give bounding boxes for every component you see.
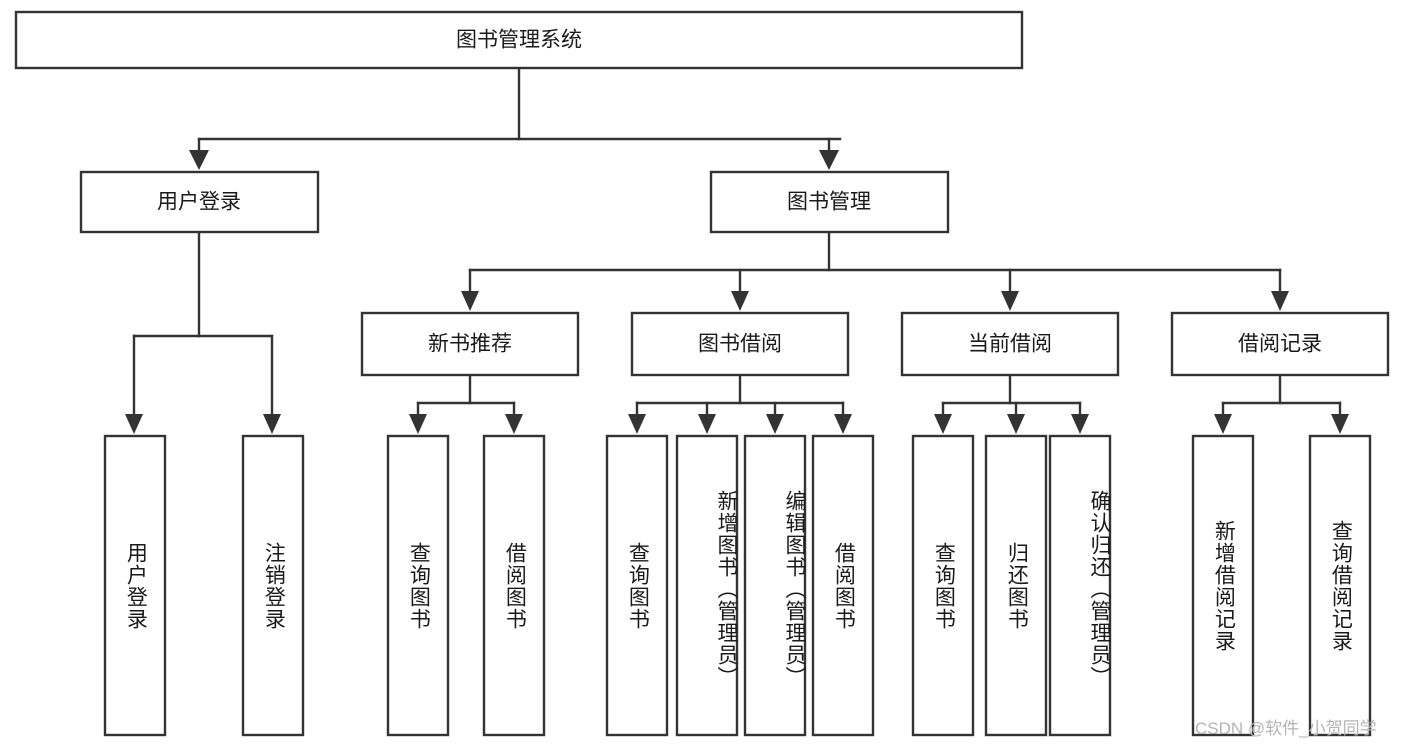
node-layer: 图书管理系统 用户登录 图书管理 新书推荐 图书借阅 当前 xyxy=(14,10,1390,737)
node-book-borrow-label: 图书借阅 xyxy=(698,333,782,356)
arrow-leaf-query-book-rec xyxy=(409,414,427,434)
node-user-login[interactable]: 用户登录 xyxy=(79,170,320,234)
node-user-login-box[interactable] xyxy=(79,170,320,234)
node-borrow-records[interactable]: 借阅记录 xyxy=(1170,311,1390,377)
node-leaf-borrow-book-rec-box[interactable] xyxy=(482,434,546,737)
node-book-management-label: 图书管理 xyxy=(787,191,871,214)
node-leaf-add-book-box[interactable] xyxy=(675,434,739,737)
node-user-login-label: 用户登录 xyxy=(157,191,241,214)
node-book-borrow-box[interactable] xyxy=(630,311,850,377)
node-leaf-query-book-current-box[interactable] xyxy=(911,434,975,737)
node-leaf-query-book-borrow-box[interactable] xyxy=(605,434,669,737)
node-current-borrow[interactable]: 当前借阅 xyxy=(900,311,1120,377)
arrow-leaf-add-record xyxy=(1214,414,1232,434)
arrow-book-borrow xyxy=(731,291,749,311)
node-leaf-user-login-box[interactable] xyxy=(103,434,167,737)
arrow-leaf-borrow-book-rec xyxy=(505,414,523,434)
node-new-book-recommend-label: 新书推荐 xyxy=(428,333,512,356)
arrow-leaf-user-login xyxy=(125,414,143,434)
node-leaf-edit-book-box[interactable] xyxy=(743,434,807,737)
arrow-leaf-query-record xyxy=(1331,414,1349,434)
node-new-book-recommend-box[interactable] xyxy=(360,311,580,377)
arrow-borrow-records xyxy=(1271,291,1289,311)
node-new-book-recommend[interactable]: 新书推荐 xyxy=(360,311,580,377)
node-book-management-box[interactable] xyxy=(709,170,950,234)
edge-layer xyxy=(125,66,1349,434)
node-leaf-user-logout-box[interactable] xyxy=(241,434,305,737)
node-leaf-add-record-box[interactable] xyxy=(1191,434,1255,737)
arrow-leaf-query-book-borrow xyxy=(628,414,646,434)
node-leaf-return-book-box[interactable] xyxy=(984,434,1048,737)
node-root-box[interactable] xyxy=(14,10,1024,70)
node-current-borrow-label: 当前借阅 xyxy=(968,333,1052,356)
node-book-management[interactable]: 图书管理 xyxy=(709,170,950,234)
node-borrow-records-label: 借阅记录 xyxy=(1238,333,1322,356)
arrow-leaf-add-book xyxy=(698,414,716,434)
node-leaf-confirm-return-box[interactable] xyxy=(1048,434,1112,737)
arrow-user-login xyxy=(189,150,209,170)
arrow-leaf-query-book-current xyxy=(934,414,952,434)
node-book-borrow[interactable]: 图书借阅 xyxy=(630,311,850,377)
node-root[interactable]: 图书管理系统 xyxy=(14,10,1024,70)
node-leaf-borrow-book-box[interactable] xyxy=(811,434,875,737)
node-root-label: 图书管理系统 xyxy=(456,29,582,52)
arrow-leaf-user-logout xyxy=(263,414,281,434)
arrow-leaf-edit-book xyxy=(766,414,784,434)
node-leaf-query-book-rec-box[interactable] xyxy=(386,434,450,737)
node-current-borrow-box[interactable] xyxy=(900,311,1120,377)
csdn-watermark: CSDN @软件_小贺同学 xyxy=(1195,719,1377,738)
arrow-book-management xyxy=(819,150,839,170)
node-borrow-records-box[interactable] xyxy=(1170,311,1390,377)
node-leaf-query-record-box[interactable] xyxy=(1308,434,1372,737)
arrow-current-borrow xyxy=(1001,291,1019,311)
arrow-leaf-confirm-return xyxy=(1071,414,1089,434)
arrow-leaf-return-book xyxy=(1007,414,1025,434)
arrow-new-book-recommend xyxy=(461,291,479,311)
arrow-leaf-borrow-book xyxy=(834,414,852,434)
